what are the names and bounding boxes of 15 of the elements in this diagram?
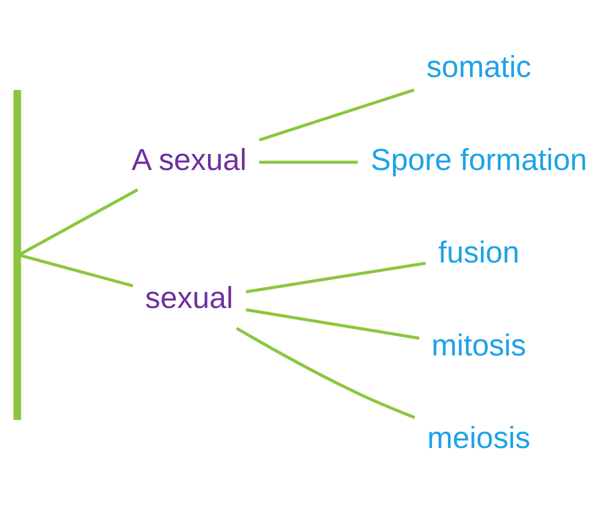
- node-text: sexual: [145, 280, 234, 315]
- connector: [259, 160, 358, 164]
- node-text: mitosis: [432, 328, 526, 362]
- connector: [258, 88, 415, 141]
- connector: [246, 308, 420, 340]
- node-text: A sexual: [132, 142, 247, 176]
- connector: [236, 326, 416, 418]
- node-text: Spore formation: [370, 142, 588, 176]
- node-text: meiosis: [427, 420, 530, 455]
- node-text: somatic: [426, 50, 532, 84]
- node-text: fusion: [438, 235, 520, 270]
- connector: [20, 254, 134, 287]
- connector: [20, 188, 138, 255]
- node-bar: [13, 90, 22, 420]
- connector: [246, 261, 426, 293]
